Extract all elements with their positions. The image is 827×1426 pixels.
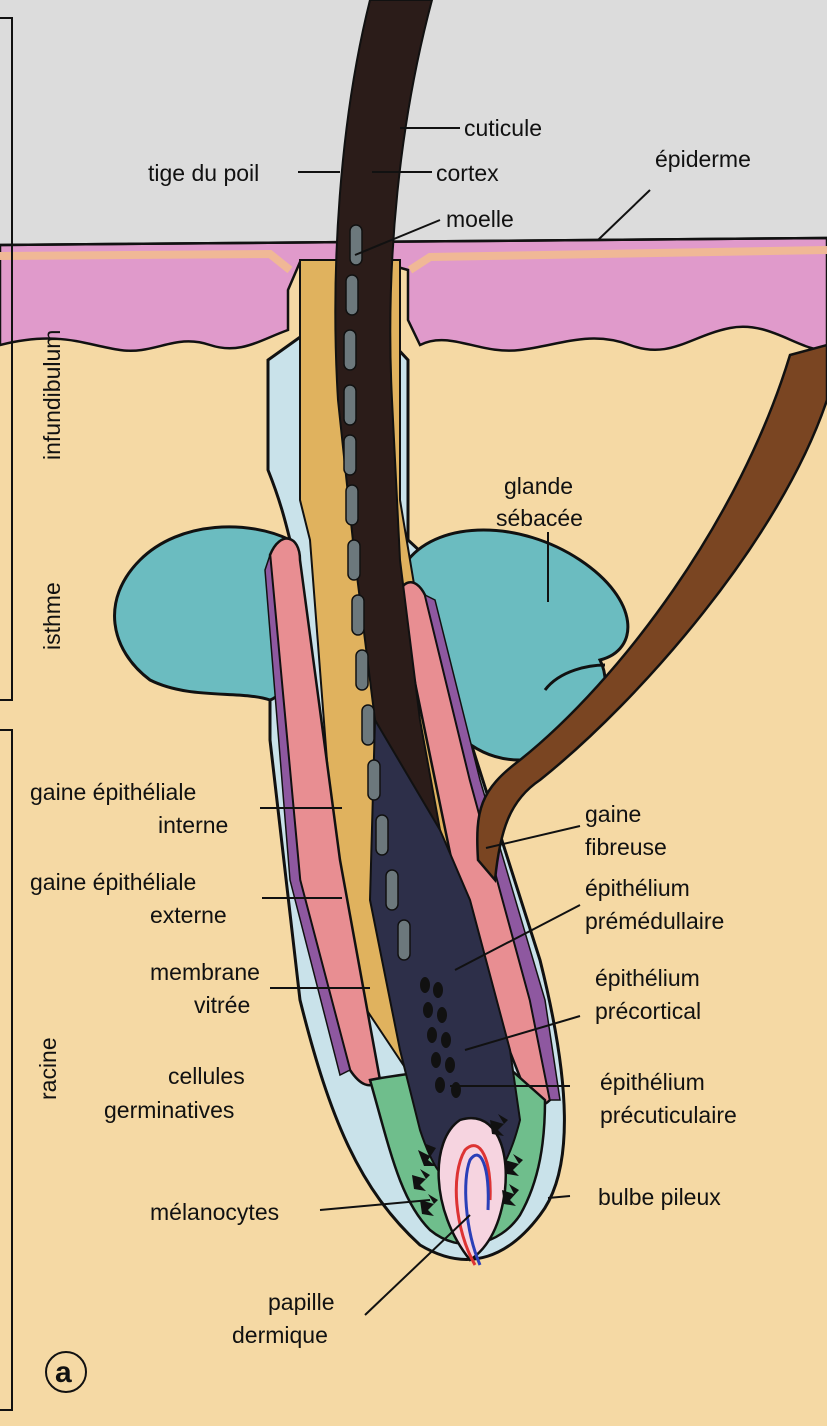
label-tige-du-poil: tige du poil (148, 160, 259, 186)
label-membrane-line2: vitrée (194, 992, 250, 1018)
label-gaine-externe-line1: gaine épithéliale (30, 869, 196, 895)
label-precortical-line1: épithélium (595, 965, 700, 991)
label-glande-line1: glande (504, 473, 573, 499)
label-membrane-line1: membrane (150, 959, 260, 985)
label-gaine-externe-line2: externe (150, 902, 227, 928)
label-cellules-line1: cellules (168, 1063, 245, 1089)
label-bulbe-pileux: bulbe pileux (598, 1184, 721, 1210)
label-gaine-fibreuse-line1: gaine (585, 801, 641, 827)
label-gaine-fibreuse-line2: fibreuse (585, 834, 667, 860)
label-gaine-interne-line1: gaine épithéliale (30, 779, 196, 805)
label-papille-line1: papille (268, 1289, 335, 1315)
figure-letter: a (55, 1356, 72, 1389)
label-epiderme: épiderme (655, 146, 751, 172)
label-gaine-interne-line2: interne (158, 812, 228, 838)
label-papille-line2: dermique (232, 1322, 328, 1348)
label-cuticule: cuticule (464, 115, 542, 141)
label-precuticulaire-line1: épithélium (600, 1069, 705, 1095)
label-cortex: cortex (436, 160, 499, 186)
region-infundibulum: infundibulum (39, 330, 65, 460)
label-cellules-line2: germinatives (104, 1097, 234, 1123)
label-precuticulaire-line2: précuticulaire (600, 1102, 737, 1128)
label-glande-line2: sébacée (496, 505, 583, 531)
label-moelle: moelle (446, 206, 514, 232)
label-premedullaire-line2: prémédullaire (585, 908, 724, 934)
region-isthme: isthme (39, 582, 65, 650)
region-racine: racine (35, 1037, 61, 1100)
label-precortical-line2: précortical (595, 998, 701, 1024)
label-melanocytes: mélanocytes (150, 1199, 279, 1225)
label-premedullaire-line1: épithélium (585, 875, 690, 901)
